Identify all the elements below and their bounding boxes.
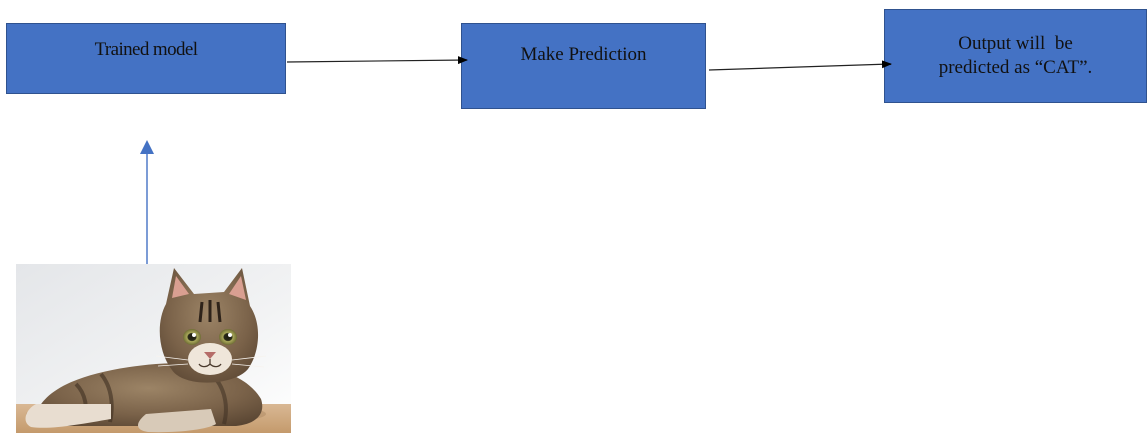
output-label: Output will be predicted as “CAT”. — [939, 32, 1093, 80]
output-label-line-1: Output will be — [958, 33, 1073, 54]
trained-model-label: Trained model — [94, 39, 198, 60]
trained-model-box: Trained model — [6, 23, 286, 94]
cat-photo — [16, 264, 291, 433]
output-label-line-2: predicted as “CAT”. — [938, 57, 1093, 78]
arrow-predict-to-output — [708, 60, 892, 71]
make-prediction-box: Make Prediction — [461, 23, 706, 109]
arrow-trained-to-predict — [286, 56, 468, 65]
make-prediction-label: Make Prediction — [520, 44, 647, 65]
output-box: Output will be predicted as “CAT”. — [884, 9, 1147, 103]
